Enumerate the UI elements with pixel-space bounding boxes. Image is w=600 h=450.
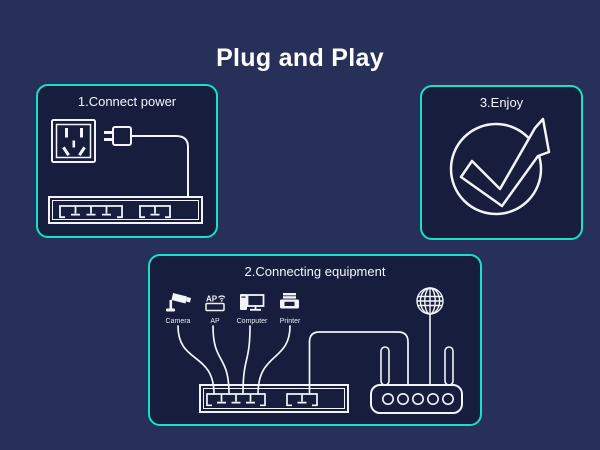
power-cable xyxy=(131,135,189,197)
switch-ports-left xyxy=(206,393,266,407)
globe-icon xyxy=(416,287,444,315)
switch-ports-left xyxy=(59,205,123,219)
step1-illustration xyxy=(48,119,203,224)
ap-label: AP xyxy=(210,318,220,325)
switch-ports-right xyxy=(286,393,318,407)
step3-panel: 3.Enjoy xyxy=(420,85,583,240)
switch-ports-right xyxy=(139,205,171,219)
step1-title: 1.Connect power xyxy=(77,94,177,109)
ap-cable xyxy=(212,325,230,395)
network-switch-icon xyxy=(199,384,349,413)
device-cables xyxy=(177,325,409,395)
network-switch-icon xyxy=(48,196,203,224)
printer-cable xyxy=(257,325,291,395)
printer-icon xyxy=(280,293,299,309)
camera-label: Camera xyxy=(166,318,191,325)
computer-label: Computer xyxy=(237,318,268,325)
router-antenna-left xyxy=(380,346,390,386)
router-leds xyxy=(382,393,454,406)
ap-badge-text: AP xyxy=(206,295,218,304)
power-plug-icon xyxy=(104,126,132,146)
printer-label: Printer xyxy=(280,318,301,325)
router-antenna-right xyxy=(444,346,454,386)
checkmark-icon xyxy=(449,117,551,216)
wifi-icon xyxy=(218,295,226,302)
step2-title: 2.Connecting equipment xyxy=(244,264,386,279)
power-outlet-icon xyxy=(51,119,96,163)
step3-illustration xyxy=(449,117,551,216)
step3-title: 3.Enjoy xyxy=(479,95,524,110)
step2-illustration: Camera AP AP Computer xyxy=(166,287,463,414)
computer-cable xyxy=(242,325,251,395)
camera-icon xyxy=(166,293,191,312)
router-icon xyxy=(370,314,463,414)
step1-panel: 1.Connect power xyxy=(36,84,218,238)
page-title: Plug and Play xyxy=(216,44,384,72)
computer-icon xyxy=(240,294,265,311)
step2-panel: 2.Connecting equipment Camera AP AP xyxy=(148,254,482,426)
camera-cable xyxy=(177,325,215,395)
router-cable xyxy=(308,331,409,395)
ap-icon: AP xyxy=(205,295,226,312)
